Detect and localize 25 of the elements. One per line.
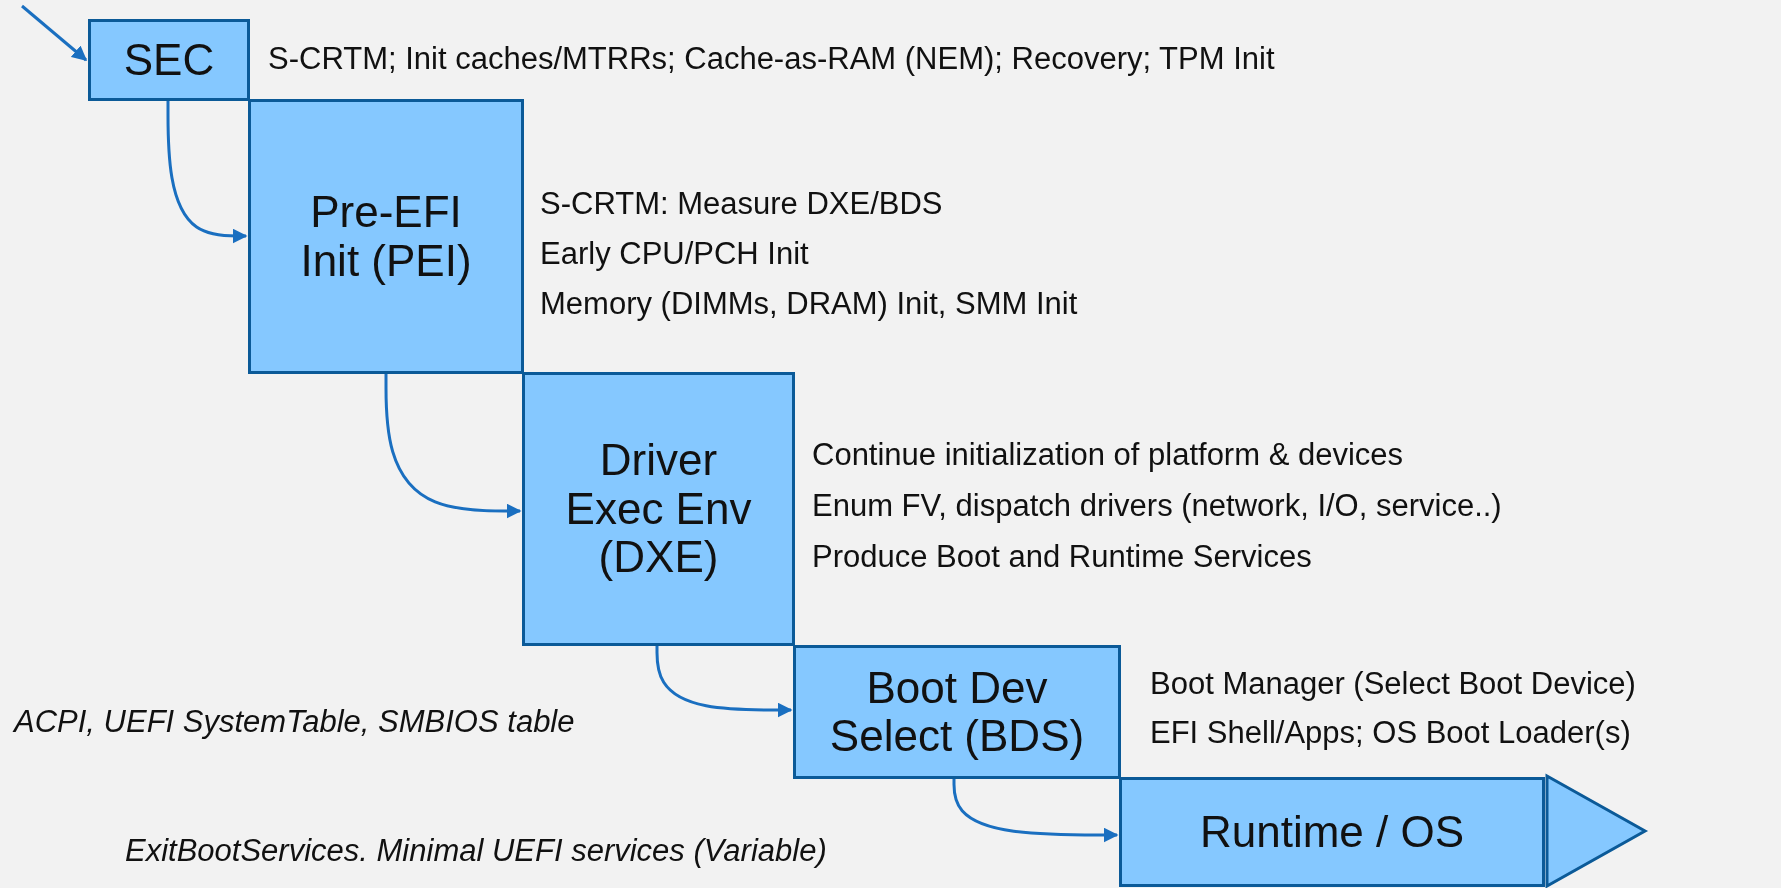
phase-box xyxy=(248,99,524,374)
phase-description: S-CRTM: Measure DXE/BDS xyxy=(540,188,943,219)
phase-description: Boot Manager (Select Boot Device) xyxy=(1150,668,1636,699)
phase-description: S-CRTM; Init caches/MTRRs; Cache-as-RAM (NEM); Recovery; TPM Init xyxy=(268,43,1275,74)
arrow xyxy=(952,779,1119,843)
note-text: ExitBootServices. Minimal UEFI services (Variable) xyxy=(125,835,827,866)
phase-box xyxy=(88,19,250,101)
phase-description: Enum FV, dispatch drivers (network, I/O, service..) xyxy=(812,490,1502,521)
phase-name: Driver Exec Env (DXE) xyxy=(564,436,753,582)
note-text: ACPI, UEFI SystemTable, SMBIOS table xyxy=(14,706,575,737)
phase-description: Memory (DIMMs, DRAM) Init, SMM Init xyxy=(540,288,1078,319)
arrow xyxy=(384,374,522,519)
arrow xyxy=(166,101,248,244)
phase-description: EFI Shell/Apps; OS Boot Loader(s) xyxy=(1150,717,1631,748)
phase-description: Continue initialization of platform & devices xyxy=(812,439,1404,470)
phase-box xyxy=(522,372,795,646)
phase-name: SEC xyxy=(123,35,215,85)
phase-name: Pre-EFI Init (PEI) xyxy=(299,188,473,285)
arrow xyxy=(21,4,88,62)
arrow xyxy=(655,646,793,718)
phase-name: Boot Dev Select (BDS) xyxy=(828,663,1086,761)
phase-description: Produce Boot and Runtime Services xyxy=(812,541,1312,572)
phase-box xyxy=(793,645,1121,779)
phase-description: Early CPU/PCH Init xyxy=(540,238,809,269)
phase-name: Runtime / OS xyxy=(1199,807,1465,857)
